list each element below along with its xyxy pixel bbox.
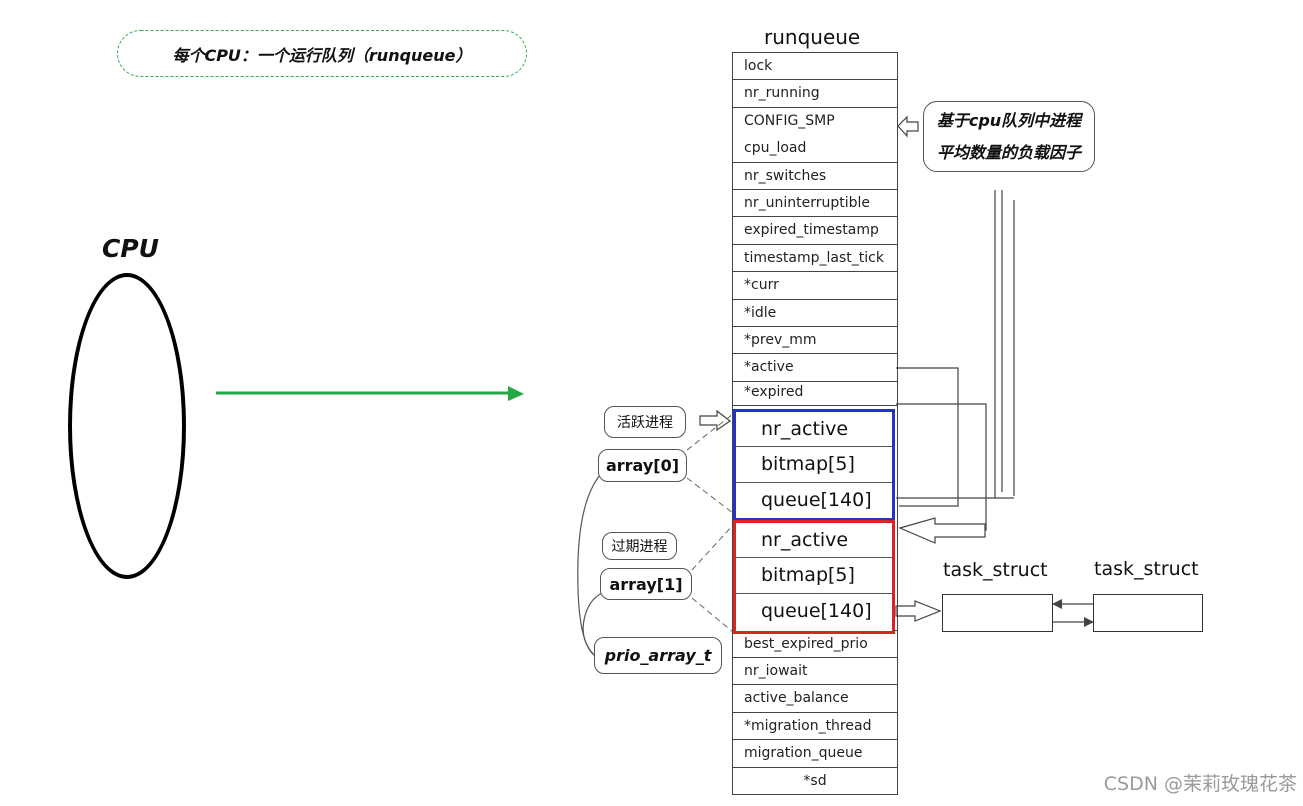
field-nr-iowait: nr_iowait <box>733 658 897 686</box>
prio-array-t-callout: prio_array_t <box>594 637 722 674</box>
watermark: CSDN @茉莉玫瑰花茶 <box>1103 773 1297 795</box>
field-prev-mm: *prev_mm <box>733 327 897 355</box>
load-callout-arrow <box>897 115 919 138</box>
field-lock: lock <box>733 53 897 81</box>
load-callout-line1: 基于cpu队列中进程 <box>936 110 1082 130</box>
expired-queue: queue[140] <box>761 599 872 622</box>
expired-process-callout: 过期进程 <box>602 532 677 560</box>
task-struct-label-1: task_struct <box>943 559 1048 581</box>
active-bitmap: bitmap[5] <box>736 447 892 483</box>
prio-to-array0-curve <box>577 474 601 656</box>
array0-dash-bottom <box>686 477 734 514</box>
green-arrow-head <box>508 386 524 401</box>
task-link-bottom-head <box>1084 617 1094 627</box>
task-struct-box-2 <box>1093 594 1203 632</box>
field-migration-thread: *migration_thread <box>733 713 897 741</box>
active-queue: queue[140] <box>761 488 872 511</box>
runqueue-title: runqueue <box>764 25 861 49</box>
field-nr-uninterruptible: nr_uninterruptible <box>733 190 897 218</box>
field-expired-timestamp: expired_timestamp <box>733 217 897 245</box>
field-sd: *sd <box>733 768 897 796</box>
load-callout-line2: 平均数量的负载因子 <box>936 142 1081 162</box>
field-expired: *expired <box>733 382 897 406</box>
task-struct-label-2: task_struct <box>1094 558 1199 580</box>
field-active-balance: active_balance <box>733 685 897 713</box>
field-timestamp-last-tick: timestamp_last_tick <box>733 245 897 273</box>
array1-dash-top <box>691 524 734 571</box>
field-curr: *curr <box>733 272 897 300</box>
runqueue-table: lock nr_running CONFIG_SMP cpu_load nr_s… <box>732 52 898 796</box>
field-best-expired-prio: best_expired_prio <box>733 631 897 659</box>
expired-bitmap: bitmap[5] <box>736 558 892 594</box>
array1-callout: array[1] <box>600 568 692 600</box>
expired-nr-active: nr_active <box>736 523 892 559</box>
queue-to-task-arrow <box>895 600 942 622</box>
cpu-ellipse <box>68 273 186 579</box>
prio-array-expired: nr_active bitmap[5] queue[140] <box>733 520 895 634</box>
active-process-callout: 活跃进程 <box>604 406 686 438</box>
active-pointer-line <box>896 367 959 507</box>
prio-array-active: nr_active bitmap[5] queue[140] <box>733 409 895 521</box>
load-factor-callout: 基于cpu队列中进程 平均数量的负载因子 <box>923 101 1095 172</box>
expired-pointer-arrow <box>898 517 986 544</box>
expired-pointer-line <box>896 403 987 531</box>
field-cpu-load: cpu_load <box>733 135 897 163</box>
note-per-cpu-runqueue: 每个CPU：一个运行队列（runqueue） <box>117 30 527 77</box>
field-nr-running: nr_running <box>733 80 897 108</box>
field-migration-queue: migration_queue <box>733 740 897 768</box>
field-nr-switches: nr_switches <box>733 163 897 190</box>
prio-to-array1-curve <box>582 592 603 656</box>
active-callout-arrow <box>699 409 732 432</box>
active-nr-active: nr_active <box>736 412 892 448</box>
array1-dash-bottom <box>691 597 734 633</box>
task-struct-box-1 <box>942 594 1053 632</box>
task-link-top-head <box>1052 599 1062 609</box>
field-idle: *idle <box>733 300 897 327</box>
array0-callout: array[0] <box>598 449 687 482</box>
field-active: *active <box>733 354 897 382</box>
cpu-label: CPU <box>102 234 159 263</box>
field-config-smp: CONFIG_SMP <box>744 112 835 129</box>
